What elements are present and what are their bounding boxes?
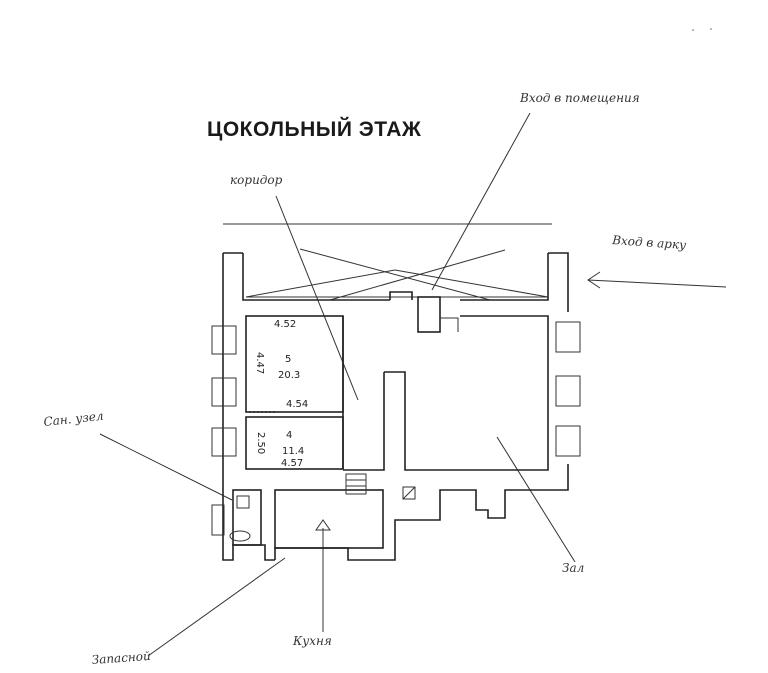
label-entrance-arch: Вход в арку: [611, 233, 687, 252]
leader-corridor: [275, 195, 359, 401]
windows-right: [555, 321, 581, 457]
label-sanitary: Сан. узел: [43, 409, 104, 429]
window-lower-left: [211, 504, 225, 536]
leader-emergency-exit: [147, 557, 286, 657]
room-4-number: 4: [286, 430, 292, 441]
corridor-wall-right: [343, 372, 385, 471]
kitchen-block: [274, 489, 384, 549]
leader-entrance-stairs: [431, 112, 531, 291]
speck: [692, 29, 694, 31]
leader-sanitary: [99, 433, 233, 501]
ramp-wedge: [245, 269, 549, 298]
stairwell: [417, 296, 441, 333]
room-4-area: 11.4: [282, 446, 304, 457]
label-hall: Зал: [562, 561, 584, 575]
label-kitchen: Кухня: [292, 634, 332, 648]
room-5-area: 20.3: [278, 370, 300, 381]
stair-steps: [440, 317, 459, 332]
speck: [710, 28, 712, 30]
room-4-depth: 2.50: [255, 432, 266, 454]
plan-title: ЦОКОЛЬНЫЙ ЭТАЖ: [207, 117, 422, 141]
sanitary-room: [232, 489, 262, 546]
cross-line-2: [329, 249, 506, 301]
label-entrance-stairs: Вход в помещения: [519, 91, 640, 105]
windows-left: [211, 325, 237, 457]
room-5-number: 5: [285, 354, 291, 365]
room-5-width-top: 4.52: [274, 319, 296, 330]
label-emergency-exit: Запасной: [91, 649, 151, 667]
cross-line-1: [299, 248, 491, 301]
column-marker: [402, 486, 416, 500]
room-5-depth: 4.47: [254, 352, 265, 374]
label-corridor: коридор: [230, 173, 283, 187]
leader-hall: [496, 436, 576, 563]
kitchen-stove-icon: [315, 519, 331, 531]
room-5-width-bottom: 4.54: [286, 399, 308, 410]
hall-walls: [384, 315, 549, 471]
toilet-icon: [229, 495, 251, 542]
arrow-entrance-arch: [587, 271, 727, 289]
room-4-width-bottom: 4.57: [281, 458, 303, 469]
stairs-to-kitchen: [345, 473, 367, 495]
